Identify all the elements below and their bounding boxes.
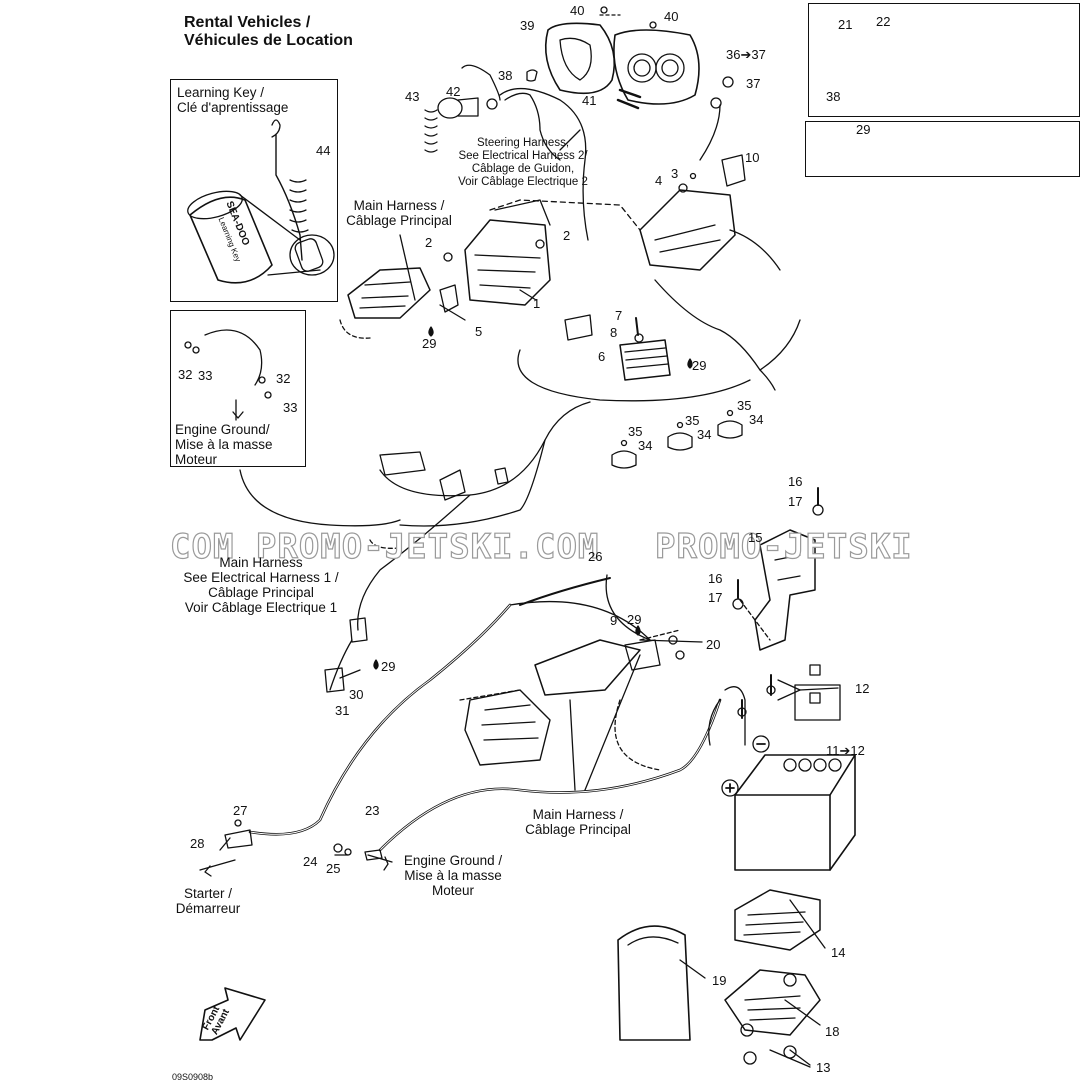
part-35c: 35 xyxy=(737,398,752,413)
learning-key-title: Learning Key /Clé d'aprentissage xyxy=(177,85,289,115)
part-41: 41 xyxy=(582,93,597,108)
part-29-box: 29 xyxy=(856,122,871,137)
part-43: 43 xyxy=(405,89,420,104)
part-29a: 29 xyxy=(422,336,437,351)
part-24: 24 xyxy=(303,854,318,869)
part-34c: 34 xyxy=(749,412,764,427)
part-25: 25 xyxy=(326,861,341,876)
part-34a: 34 xyxy=(638,438,653,453)
part-17a: 17 xyxy=(788,494,803,509)
part-6: 6 xyxy=(598,349,606,364)
part-23: 23 xyxy=(365,803,380,818)
engine-ground-box xyxy=(170,310,306,467)
part-16a: 16 xyxy=(788,474,803,489)
part-2b: 2 xyxy=(563,228,571,243)
part-42: 42 xyxy=(446,84,461,99)
part-32a: 32 xyxy=(178,367,193,382)
part-29c: 29 xyxy=(627,612,642,627)
part-19: 19 xyxy=(712,973,727,988)
starter-callout: Starter /Démarreur xyxy=(175,886,241,916)
main-harness-bottom-callout: Main Harness /Câblage Principal xyxy=(525,807,631,837)
part-4: 4 xyxy=(655,173,663,188)
part-20: 20 xyxy=(706,637,721,652)
part-11: 11➔12 xyxy=(826,743,865,758)
part-37: 37 xyxy=(746,76,761,91)
steering-harness-callout: Steering Harness,See Electrical Harness … xyxy=(458,137,588,188)
part-15: 15 xyxy=(748,530,763,545)
part-28: 28 xyxy=(190,836,205,851)
part-13: 13 xyxy=(816,1060,831,1075)
part-10: 10 xyxy=(745,150,760,165)
watermark-right: PROMO-JETSKI xyxy=(654,526,913,567)
part-14: 14 xyxy=(831,945,846,960)
part-17b: 17 xyxy=(708,590,723,605)
part-30: 30 xyxy=(349,687,364,702)
clamps-box xyxy=(808,3,1080,117)
part-3: 3 xyxy=(671,166,679,181)
part-40b: 40 xyxy=(664,9,679,24)
part-40a: 40 xyxy=(570,3,585,18)
part-27: 27 xyxy=(233,803,248,818)
part-9: 9 xyxy=(610,613,618,628)
part-1: 1 xyxy=(533,296,541,311)
part-2a: 2 xyxy=(425,235,433,250)
part-38: 38 xyxy=(498,68,513,83)
drawing-code: 09S0908b xyxy=(172,1072,214,1082)
part-32b: 32 xyxy=(276,371,291,386)
part-39: 39 xyxy=(520,18,535,33)
part-34b: 34 xyxy=(697,427,712,442)
part-22: 22 xyxy=(876,14,891,29)
part-21: 21 xyxy=(838,17,853,32)
part-26: 26 xyxy=(588,549,603,564)
tube-box xyxy=(805,121,1080,177)
watermark-left: COM PROMO-JETSKI.COM xyxy=(169,526,600,567)
part-36: 36➔37 xyxy=(726,47,766,62)
part-12: 12 xyxy=(855,681,870,696)
part-44: 44 xyxy=(316,143,331,158)
part-35b: 35 xyxy=(685,413,700,428)
part-18: 18 xyxy=(825,1024,840,1039)
part-8: 8 xyxy=(610,325,618,340)
diagram-title: Rental Vehicles /Véhicules de Location xyxy=(184,14,353,49)
part-38-box: 38 xyxy=(826,89,841,104)
part-31: 31 xyxy=(335,703,350,718)
part-16b: 16 xyxy=(708,571,723,586)
part-5: 5 xyxy=(475,324,483,339)
part-33b: 33 xyxy=(283,400,298,415)
main-harness-top-callout: Main Harness /Câblage Principal xyxy=(346,198,452,228)
part-29d: 29 xyxy=(381,659,396,674)
part-29b: 29 xyxy=(692,358,707,373)
part-33a: 33 xyxy=(198,368,213,383)
learning-key-box xyxy=(170,79,338,302)
part-35a: 35 xyxy=(628,424,643,439)
part-7: 7 xyxy=(615,308,623,323)
